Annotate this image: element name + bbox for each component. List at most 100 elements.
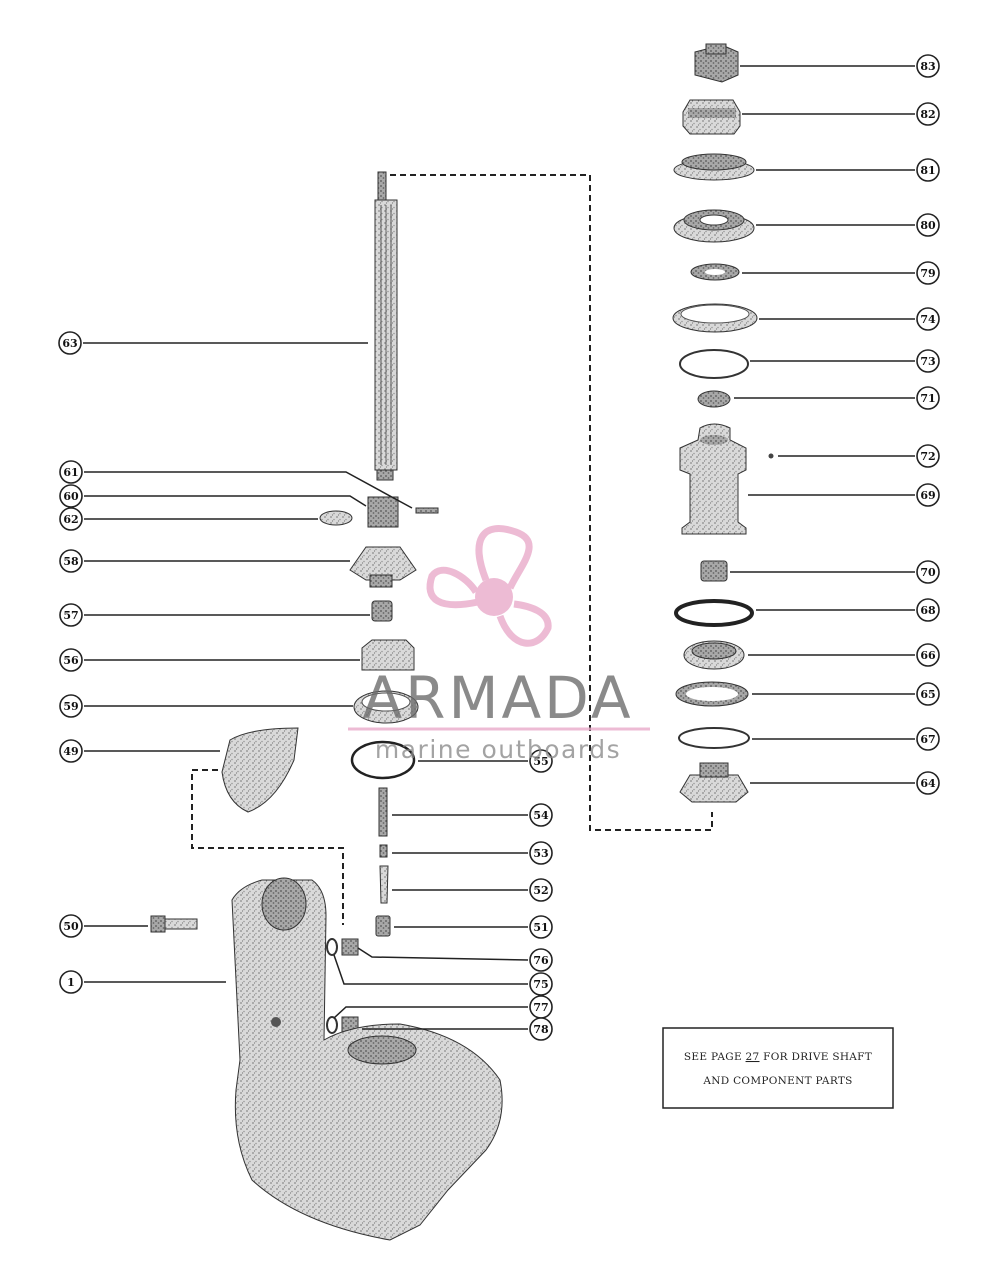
part-83-nut xyxy=(694,43,739,83)
part-1-gear-housing xyxy=(231,877,503,1241)
callout-circle xyxy=(59,484,83,508)
callout-number: 50 xyxy=(63,920,79,933)
callout-61: 61 xyxy=(59,460,83,484)
note-line1-prefix: SEE PAGE xyxy=(684,1051,746,1063)
callout-circle xyxy=(59,549,83,573)
callout-number: 52 xyxy=(533,884,548,897)
callout-number: 64 xyxy=(920,777,936,790)
leader-line-77 xyxy=(333,1006,528,1019)
part-51-coupler xyxy=(375,915,391,937)
part-81-seal xyxy=(673,153,755,181)
callout-circle xyxy=(529,948,553,972)
callout-64: 64 xyxy=(916,771,940,795)
callout-circle xyxy=(916,102,940,126)
callout-circle xyxy=(529,1017,553,1041)
watermark: ARMADA marine outboards xyxy=(348,525,650,764)
leader-lines xyxy=(83,65,915,1030)
part-59-bearing-cup xyxy=(353,690,419,724)
callout-number: 66 xyxy=(920,649,936,662)
part-53-pin xyxy=(379,844,388,858)
callout-55: 55 xyxy=(529,749,553,773)
note-line-2: AND COMPONENT PARTS xyxy=(702,1075,852,1087)
callout-circle xyxy=(916,560,940,584)
part-61-pin xyxy=(415,507,439,514)
callout-82: 82 xyxy=(916,102,940,126)
callout-50: 50 xyxy=(59,914,83,938)
callout-circle xyxy=(916,727,940,751)
part-63-drive-shaft xyxy=(374,171,398,481)
callout-circle xyxy=(916,598,940,622)
callout-number: 70 xyxy=(920,566,936,579)
part-58-forward-gear xyxy=(349,546,417,588)
callout-circle xyxy=(529,841,553,865)
note-box: SEE PAGE 27 FOR DRIVE SHAFT AND COMPONEN… xyxy=(662,1027,894,1109)
callout-number: 79 xyxy=(920,267,935,280)
callout-circle xyxy=(59,648,83,672)
callout-number: 73 xyxy=(920,355,935,368)
part-73-o-ring xyxy=(679,349,749,379)
callout-number: 72 xyxy=(920,450,935,463)
part-80-bearing-cup xyxy=(673,209,755,243)
part-66-ball-bearing xyxy=(683,640,745,670)
callout-number: 71 xyxy=(920,392,935,405)
callout-83: 83 xyxy=(916,54,940,78)
callout-58: 58 xyxy=(59,549,83,573)
callout-number: 51 xyxy=(533,921,548,934)
callout-circle xyxy=(916,682,940,706)
callout-51: 51 xyxy=(529,915,553,939)
part-57-bushing xyxy=(371,600,393,622)
callout-number: 49 xyxy=(63,745,78,758)
part-50-bolt xyxy=(150,915,198,933)
callout-circle xyxy=(59,460,83,484)
callout-number: 63 xyxy=(62,337,77,350)
part-67-thrust-washer xyxy=(678,727,750,749)
callout-81: 81 xyxy=(916,158,940,182)
callout-circle xyxy=(59,739,83,763)
watermark-tagline: marine outboards xyxy=(375,735,621,764)
callout-71: 71 xyxy=(916,386,940,410)
callout-number: 57 xyxy=(63,609,78,622)
callout-number: 69 xyxy=(920,489,935,502)
callout-number: 65 xyxy=(920,688,935,701)
callout-number: 61 xyxy=(63,466,78,479)
callout-circle xyxy=(916,771,940,795)
callout-circle xyxy=(916,213,940,237)
callout-circle xyxy=(916,483,940,507)
part-77-washer xyxy=(326,1016,338,1034)
assembly-guide-lines xyxy=(191,174,713,925)
callout-72: 72 xyxy=(916,444,940,468)
callout-circle xyxy=(916,307,940,331)
part-49-cover xyxy=(221,727,299,813)
callout-65: 65 xyxy=(916,682,940,706)
part-60-clutch xyxy=(367,496,399,528)
callout-circle xyxy=(529,878,553,902)
callout-number: 68 xyxy=(920,604,936,617)
callout-68: 68 xyxy=(916,598,940,622)
callout-circle xyxy=(916,54,940,78)
part-52-cam xyxy=(379,865,389,904)
callout-77: 77 xyxy=(529,995,553,1019)
part-79-washer xyxy=(690,263,740,281)
callout-62: 62 xyxy=(59,507,83,531)
callout-66: 66 xyxy=(916,643,940,667)
callout-52: 52 xyxy=(529,878,553,902)
callout-75: 75 xyxy=(529,972,553,996)
part-65-shim xyxy=(675,681,749,707)
callout-circle xyxy=(59,603,83,627)
callout-circle xyxy=(916,349,940,373)
callout-70: 70 xyxy=(916,560,940,584)
callout-circle xyxy=(916,386,940,410)
callout-number: 77 xyxy=(533,1001,548,1014)
callout-56: 56 xyxy=(59,648,83,672)
callout-circle xyxy=(916,444,940,468)
callout-circle xyxy=(529,915,553,939)
note-line-1: SEE PAGE 27 FOR DRIVE SHAFT xyxy=(684,1051,872,1063)
callout-number: 62 xyxy=(63,513,78,526)
callout-circle xyxy=(59,914,83,938)
leader-line-61 xyxy=(84,471,413,509)
callout-number: 55 xyxy=(533,755,548,768)
part-70-roller-bearing xyxy=(700,560,728,582)
callout-number: 75 xyxy=(533,978,548,991)
callout-circle xyxy=(529,803,553,827)
